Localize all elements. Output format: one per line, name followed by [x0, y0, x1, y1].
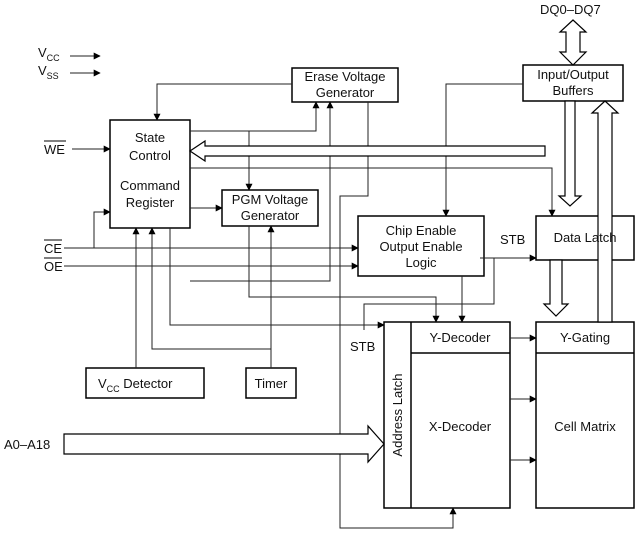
oe-label: OE: [44, 259, 63, 274]
wire-erase-to-state-control: [153, 83, 292, 121]
y-decoder-label: Y-Decoder: [430, 330, 492, 345]
state-control-line-2: Control: [129, 148, 171, 163]
address-latch-label: Address Latch: [390, 373, 405, 456]
wire-timer-to-state: [148, 227, 271, 350]
state-control-line-1: State: [135, 130, 165, 145]
pgm-voltage-line-1: PGM Voltage: [232, 192, 309, 207]
bus-arrows: [63, 19, 620, 464]
address-input-label: A0–A18: [4, 437, 50, 452]
vcc-detector-label: VCC Detector: [98, 376, 173, 394]
erase-voltage-line-1: Erase Voltage: [305, 69, 386, 84]
erase-voltage-line-2: Generator: [316, 85, 375, 100]
data-bus-arrow: [558, 19, 588, 66]
we-label: WE: [44, 142, 65, 157]
ce-label: CE: [44, 241, 62, 256]
wire-state-control-to-erase: [190, 101, 320, 132]
y-gating-label: Y-Gating: [560, 330, 610, 345]
wire-pgm-to-ydecoder: [248, 226, 440, 323]
stb-right-label: STB: [500, 232, 525, 247]
address-bus-arrow: [63, 424, 385, 464]
timer-label: Timer: [255, 376, 288, 391]
chip-enable-line-1: Chip Enable: [386, 223, 457, 238]
vss-label: VSS: [38, 63, 59, 81]
wire-stb-address: [363, 257, 495, 330]
buffers-to-latch-arrow: [557, 100, 583, 207]
io-buffers-line-2: Buffers: [553, 83, 594, 98]
state-control-box: [109, 119, 191, 229]
wire-state-to-ydecoder: [169, 228, 385, 329]
vcc-label: VCC: [38, 45, 60, 63]
wire-feedback-to-register: [93, 208, 111, 248]
chip-enable-line-2: Output Enable: [379, 239, 462, 254]
state-control-line-4: Register: [126, 195, 175, 210]
pgm-voltage-line-2: Generator: [241, 208, 300, 223]
wire-to-data-latch: [190, 167, 556, 217]
cell-matrix-label: Cell Matrix: [554, 419, 616, 434]
vcc-detector-box: [85, 367, 205, 399]
chip-enable-logic-box: [357, 215, 485, 277]
stb-left-label: STB: [350, 339, 375, 354]
erase-voltage-generator-box: [291, 67, 399, 103]
io-to-state-bus-arrow: [188, 139, 546, 163]
wire-erase-down: [339, 102, 457, 529]
data-latch-box: [535, 215, 635, 261]
labels: VCC VSS WE CE OE A0–A18 DQ0–DQ7 STB STB …: [4, 2, 616, 457]
state-control-line-3: Command: [120, 178, 180, 193]
io-buffers-line-1: Input/Output: [537, 67, 609, 82]
wire-io-buffers-feedback: [442, 83, 523, 217]
wire-up-to-erase: [190, 101, 334, 282]
timer-box: [245, 367, 297, 399]
latch-to-gating-arrow: [542, 259, 570, 317]
chip-enable-line-3: Logic: [405, 255, 437, 270]
pgm-voltage-generator-box: [221, 189, 319, 227]
data-bus-label: DQ0–DQ7: [540, 2, 601, 17]
gating-to-buffers-arrow: [590, 100, 620, 323]
control-wires: [64, 52, 556, 529]
cell-array-box: [535, 321, 635, 509]
x-decoder-label: X-Decoder: [429, 419, 492, 434]
data-latch-label: Data Latch: [554, 230, 617, 245]
